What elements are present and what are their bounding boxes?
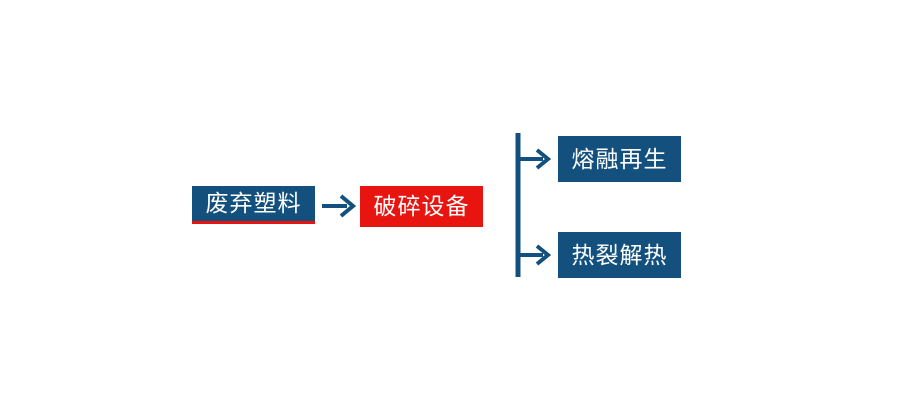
node-melt-regeneration[interactable]: 熔融再生 (558, 136, 681, 182)
node-pyrolysis-heat[interactable]: 热裂解热 (558, 232, 681, 278)
node-waste-plastic[interactable]: 废弃塑料 (192, 186, 315, 224)
arrow-right-icon (320, 191, 360, 221)
node-crushing-equipment[interactable]: 破碎设备 (360, 186, 483, 227)
